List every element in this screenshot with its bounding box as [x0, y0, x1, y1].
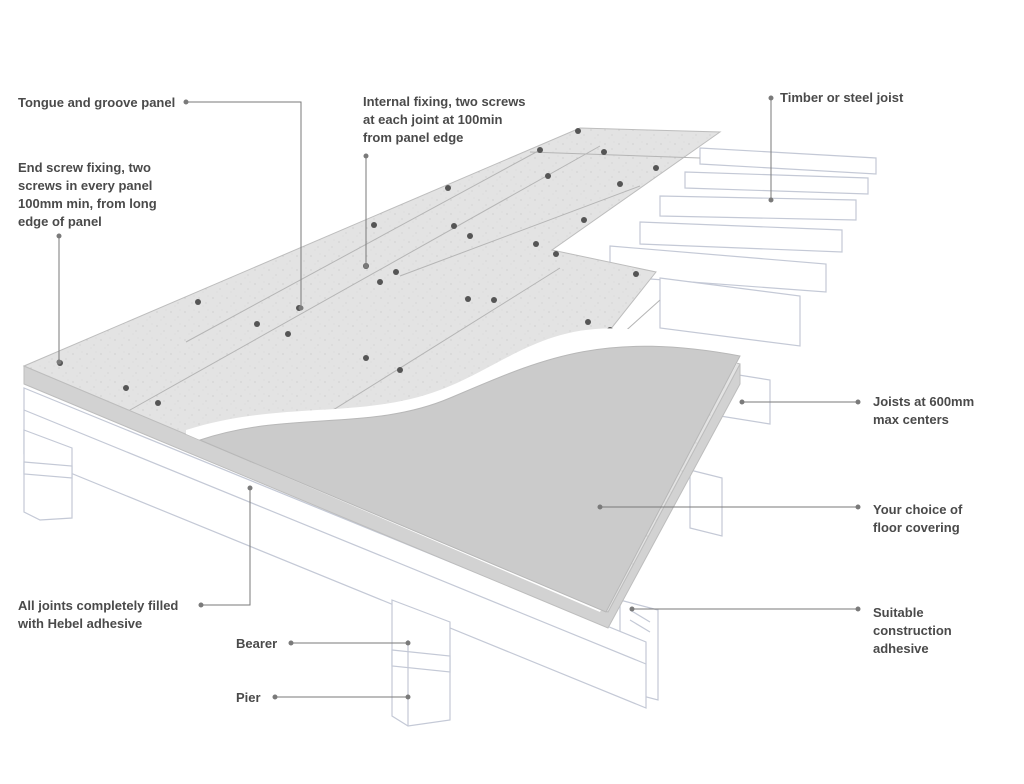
label-line: floor covering	[873, 520, 960, 535]
joist	[639, 221, 843, 253]
label-pier: Pier	[236, 689, 261, 707]
label-bearer: Bearer	[236, 635, 277, 653]
label-line: Joists at 600mm	[873, 394, 975, 409]
piers	[23, 429, 451, 727]
label-line: adhesive	[873, 641, 929, 656]
label-tongue-groove: Tongue and groove panel	[18, 94, 175, 112]
label-line: Suitable	[873, 605, 924, 620]
label-line: from panel edge	[363, 130, 464, 145]
label-line: End screw fixing, two	[18, 160, 151, 175]
label-line: edge of panel	[18, 214, 102, 229]
label-line: screws in every panel	[18, 178, 153, 193]
label-joints-filled: All joints completely filled with Hebel …	[18, 597, 178, 633]
joist	[684, 171, 869, 195]
label-line: with Hebel adhesive	[18, 616, 143, 631]
pier-cap	[391, 649, 451, 673]
label-line: 100mm min, from long	[18, 196, 157, 211]
label-joist-spacing: Joists at 600mm max centers	[873, 393, 974, 429]
label-line: Pier	[236, 690, 261, 705]
label-line: Tongue and groove panel	[18, 95, 176, 110]
joist	[659, 195, 857, 221]
label-end-screw: End screw fixing, two screws in every pa…	[18, 159, 157, 231]
label-line: construction	[873, 623, 952, 638]
joists	[609, 147, 877, 701]
joist	[659, 277, 801, 347]
label-line: Bearer	[236, 636, 278, 651]
label-internal-fixing: Internal fixing, two screws at each join…	[363, 93, 526, 147]
joist	[689, 469, 723, 537]
pier-cap	[23, 461, 73, 479]
label-line: All joints completely filled	[18, 598, 179, 613]
label-line: max centers	[873, 412, 949, 427]
floor-covering	[186, 328, 741, 613]
leader-tongue-groove	[186, 101, 302, 308]
joist	[699, 147, 877, 175]
label-adhesive: Suitable construction adhesive	[873, 604, 952, 658]
label-line: Timber or steel joist	[780, 90, 904, 105]
leader-joints-filled	[201, 488, 251, 606]
label-line: Internal fixing, two screws	[363, 94, 526, 109]
label-line: Your choice of	[873, 502, 963, 517]
leader-lines	[56, 95, 861, 700]
label-joist-type: Timber or steel joist	[780, 89, 903, 107]
label-floor-covering: Your choice of floor covering	[873, 501, 962, 537]
label-line: at each joint at 100min	[363, 112, 503, 127]
covering-sheet	[198, 345, 741, 613]
